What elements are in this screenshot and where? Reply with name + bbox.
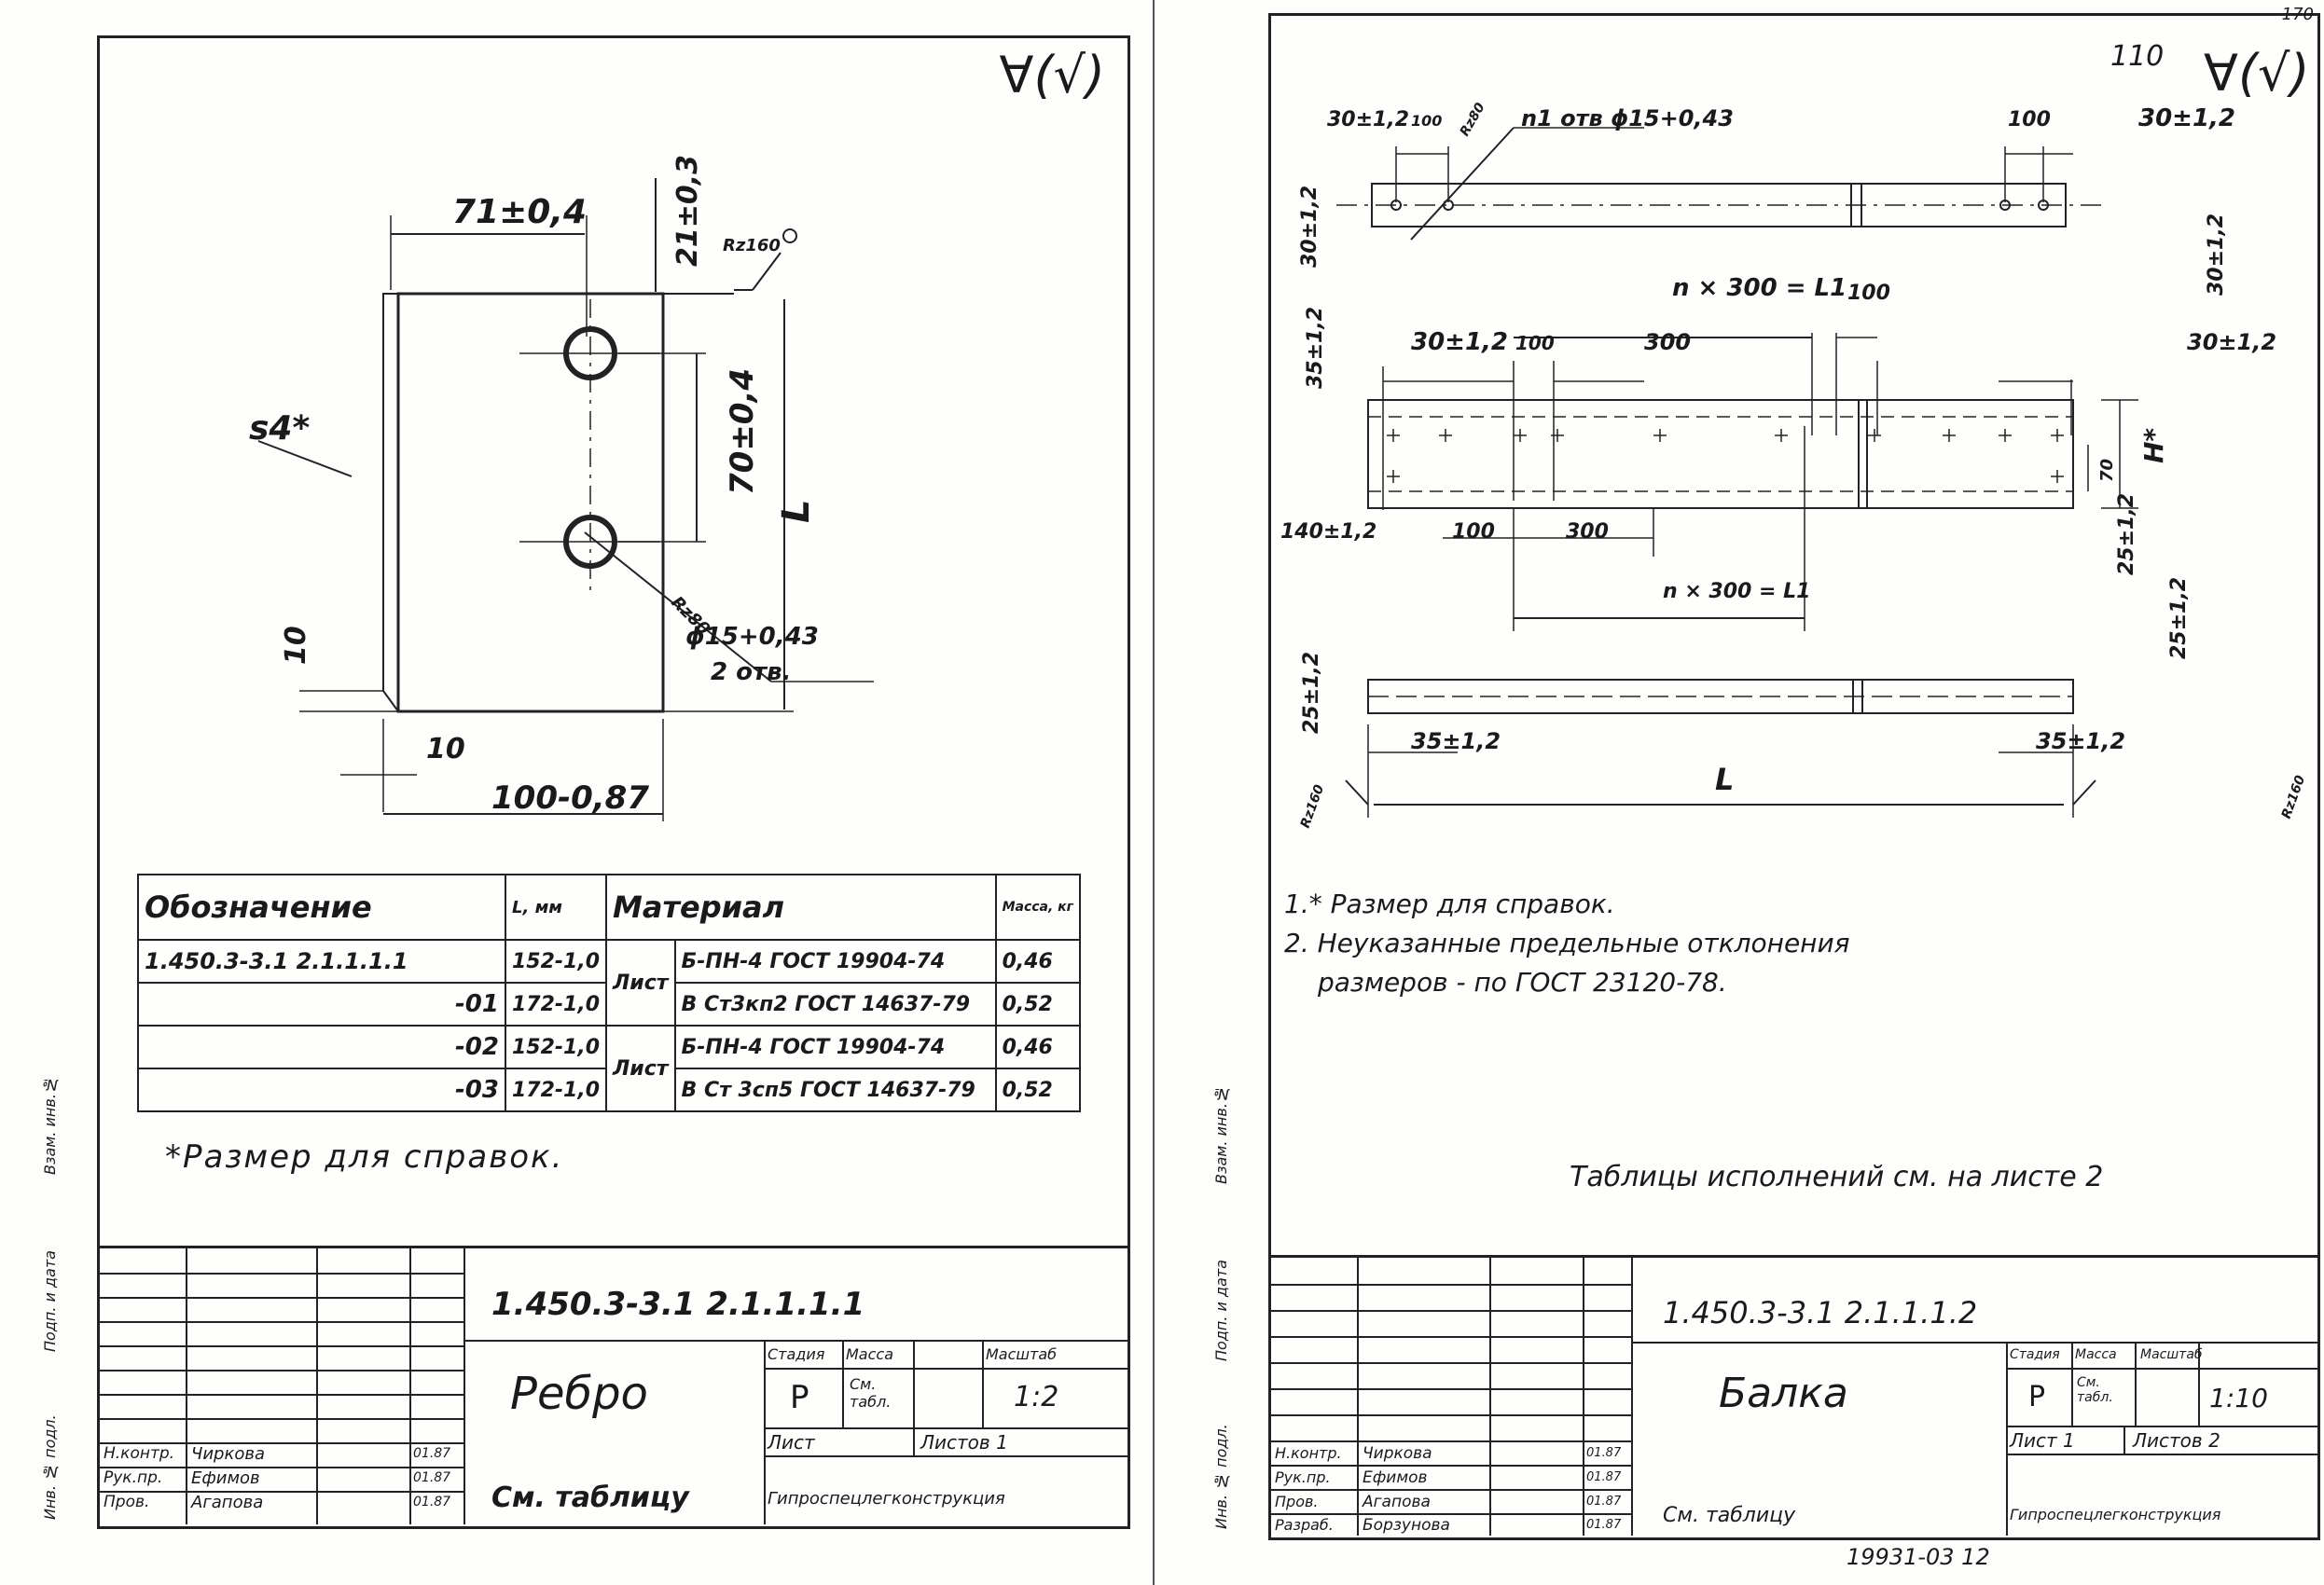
- svg-text:25±1,2: 25±1,2: [2167, 577, 2191, 659]
- material-ref: См. таблицу: [491, 1482, 689, 1514]
- svg-text:Rz80: Rz80: [1458, 101, 1488, 139]
- svg-text:n × 300 = L1: n × 300 = L1: [1672, 274, 1847, 302]
- page-number: 110: [2110, 40, 2165, 73]
- svg-text:30±1,2: 30±1,2: [2205, 214, 2228, 296]
- side-label: Подп. и дата: [1212, 1260, 1230, 1361]
- note-2: 2. Неуказанные предельные отклонения: [1284, 928, 1850, 958]
- svg-text:30±1,2: 30±1,2: [1298, 186, 1321, 268]
- svg-text:100: 100: [1515, 332, 1555, 354]
- svg-text:300: 300: [1566, 520, 1609, 544]
- dim-roughness: Rz160: [723, 236, 781, 255]
- side-label: Взам. инв.№: [1212, 1085, 1230, 1184]
- table-row: -02 152-1,0 Лист Б-ПН-4 ГОСТ 19904-74 0,…: [137, 1025, 1082, 1112]
- svg-text:35±1,2: 35±1,2: [1304, 307, 1327, 389]
- table-row: 1.450.3-3.1 2.1.1.1.1 152-1,0 Лист Б-ПН-…: [137, 939, 1082, 1027]
- beam-drawing: 30±1,2 100 Rz80 n1 отв ϕ15+0,43 100 30±1…: [1280, 101, 2309, 831]
- col-mass: Масса, кг: [994, 874, 1082, 941]
- dim-width-total: 100-0,87: [491, 779, 649, 817]
- spec-table: Обозначение L, мм Материал Масса, кг 1.4…: [137, 874, 1082, 1112]
- side-label: Подп. и дата: [41, 1250, 59, 1352]
- fold-line: [1153, 0, 1155, 1585]
- svg-text:n × 300 = L1: n × 300 = L1: [1663, 580, 1810, 603]
- dim-length: L: [775, 500, 818, 524]
- rib-drawing: 71±0,4 21±0,3 Rz160 70±0,4 L s4* Rz80 ϕ1…: [249, 155, 874, 821]
- svg-text:140±1,2: 140±1,2: [1280, 520, 1376, 544]
- note-1: 1.* Размер для справок.: [1284, 889, 1615, 919]
- drawing-sheet-rib: ∀(√) 71±0,4 21±0,3 Rz16: [97, 35, 1130, 1529]
- svg-text:100: 100: [2008, 108, 2051, 131]
- svg-text:100: 100: [1847, 282, 1890, 305]
- svg-text:Rz160: Rz160: [2279, 773, 2309, 820]
- svg-text:100: 100: [1411, 112, 1442, 130]
- dim-thickness: s4*: [249, 409, 310, 448]
- drawing-sheet-beam: 110 170 ∀(√): [1268, 5, 2320, 1540]
- dim-hole-dia: ϕ15+0,43: [685, 623, 819, 651]
- dim-width-top: 71±0,4: [452, 193, 587, 231]
- table-reference: Таблицы исполнений см. на листе 2: [1570, 1161, 2104, 1193]
- side-label: Взам. инв.№: [41, 1076, 59, 1175]
- corner-number: 170: [2281, 5, 2314, 24]
- col-material: Материал: [605, 874, 997, 941]
- rib-outline: [396, 292, 665, 713]
- reference-note: *Размер для справок.: [165, 1138, 564, 1176]
- svg-text:35±1,2: 35±1,2: [1411, 728, 1501, 754]
- svg-text:100: 100: [1452, 520, 1495, 544]
- side-label: Инв. № подл.: [41, 1414, 59, 1520]
- roughness-mark: ∀(√): [2204, 44, 2310, 103]
- dim-hole-spacing: 70±0,4: [724, 368, 761, 495]
- organization: Гипроспецлегконструкция: [768, 1489, 1005, 1509]
- side-label: Инв. № подл.: [1212, 1424, 1230, 1529]
- sheet-word: Лист: [605, 939, 676, 1027]
- svg-text:H*: H*: [2138, 428, 2169, 463]
- dim-chamfer-h: 10: [426, 733, 465, 765]
- part-name: Ребро: [510, 1368, 648, 1420]
- title-block: Н.контр. Чиркова 01.87 Рук.пр. Ефимов 01…: [1271, 1255, 2317, 1537]
- col-designation: Обозначение: [137, 874, 506, 941]
- svg-text:30±1,2: 30±1,2: [1411, 328, 1508, 356]
- sheet-word: Лист: [605, 1025, 676, 1112]
- svg-text:30±1,2: 30±1,2: [1327, 108, 1409, 131]
- footer-number: 19931-03 12: [1847, 1544, 1990, 1570]
- svg-text:30±1,2: 30±1,2: [2187, 329, 2276, 355]
- svg-text:n1 отв ϕ15+0,43: n1 отв ϕ15+0,43: [1521, 105, 1734, 131]
- svg-text:Rz160: Rz160: [1298, 782, 1328, 830]
- organization: Гипроспецлегконструкция: [2010, 1506, 2221, 1523]
- svg-text:35±1,2: 35±1,2: [2036, 728, 2125, 754]
- table-row: -01 172-1,0 В Ст3кп2 ГОСТ 14637-79 0,52: [137, 982, 1082, 1027]
- col-length: L, мм: [504, 874, 608, 941]
- table-row: -03 172-1,0 В Ст 3сп5 ГОСТ 14637-79 0,52: [137, 1068, 1082, 1112]
- drawing-code: 1.450.3-3.1 2.1.1.1.2: [1663, 1295, 1978, 1330]
- title-block: Н.контр. Чиркова 01.87 Рук.пр. Ефимов 01…: [100, 1246, 1127, 1526]
- drawing-code: 1.450.3-3.1 2.1.1.1.1: [491, 1286, 865, 1323]
- svg-text:L: L: [1715, 762, 1734, 797]
- part-name: Балка: [1719, 1370, 1848, 1417]
- dim-chamfer-v: 10: [280, 626, 312, 665]
- dim-top-offset: 21±0,3: [671, 155, 704, 267]
- roughness-mark: ∀(√): [999, 46, 1105, 104]
- material-ref: См. таблицу: [1663, 1504, 1796, 1527]
- svg-text:30±1,2: 30±1,2: [2138, 104, 2235, 132]
- svg-text:25±1,2: 25±1,2: [1300, 652, 1323, 734]
- note-2-cont: размеров - по ГОСТ 23120-78.: [1318, 967, 1727, 998]
- svg-text:25±1,2: 25±1,2: [2115, 493, 2138, 575]
- dim-hole-count: 2 отв.: [711, 658, 791, 686]
- svg-text:300: 300: [1644, 329, 1691, 355]
- svg-text:70: 70: [2097, 459, 2117, 482]
